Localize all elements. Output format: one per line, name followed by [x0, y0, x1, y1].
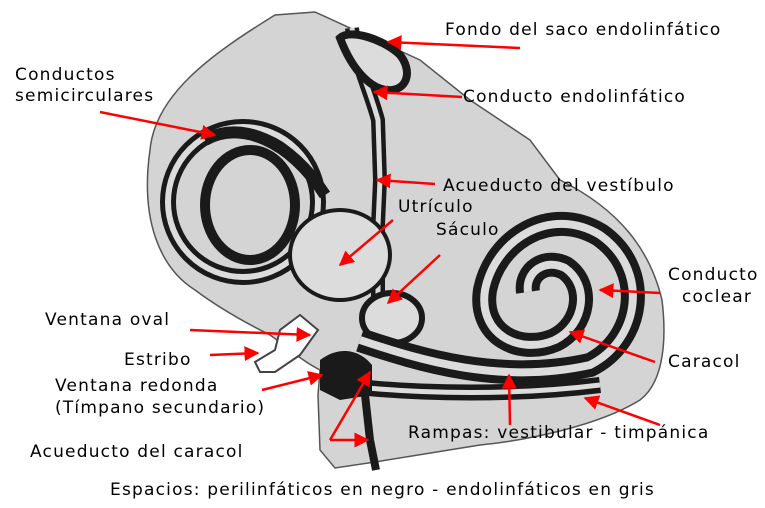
label-utriculo: Utrículo	[398, 197, 474, 217]
label-saculo: Sáculo	[436, 220, 500, 240]
utricle	[290, 210, 390, 300]
arrow-estribo	[210, 353, 258, 355]
arrow-ventana-redonda	[262, 375, 322, 390]
label-conducto-endolinfatico: Conducto endolinfático	[463, 87, 686, 107]
arrow-fondo-saco	[388, 42, 520, 48]
label-fondo-saco: Fondo del saco endolinfático	[445, 20, 722, 40]
caption: Espacios: perilinfáticos en negro - endo…	[0, 480, 765, 500]
label-ventana-oval: Ventana oval	[45, 310, 170, 330]
label-caracol: Caracol	[668, 352, 741, 372]
label-acueducto-vestibulo: Acueducto del vestíbulo	[443, 176, 675, 196]
label-conducto-coclear-2: coclear	[682, 287, 752, 307]
label-timpano-secundario: (Tímpano secundario)	[55, 398, 265, 418]
label-rampas: Rampas: vestibular - timpánica	[408, 423, 709, 443]
label-estribo: Estribo	[124, 350, 192, 370]
label-acueducto-caracol: Acueducto del caracol	[30, 442, 244, 462]
label-ventana-redonda: Ventana redonda	[55, 376, 218, 396]
label-conducto-coclear-1: Conducto	[668, 265, 759, 285]
label-semicirculares: semicirculares	[15, 86, 154, 106]
perilymph-vestibule	[320, 351, 372, 400]
arrow-rampas-1	[509, 375, 510, 425]
label-conductos: Conductos	[15, 65, 116, 85]
